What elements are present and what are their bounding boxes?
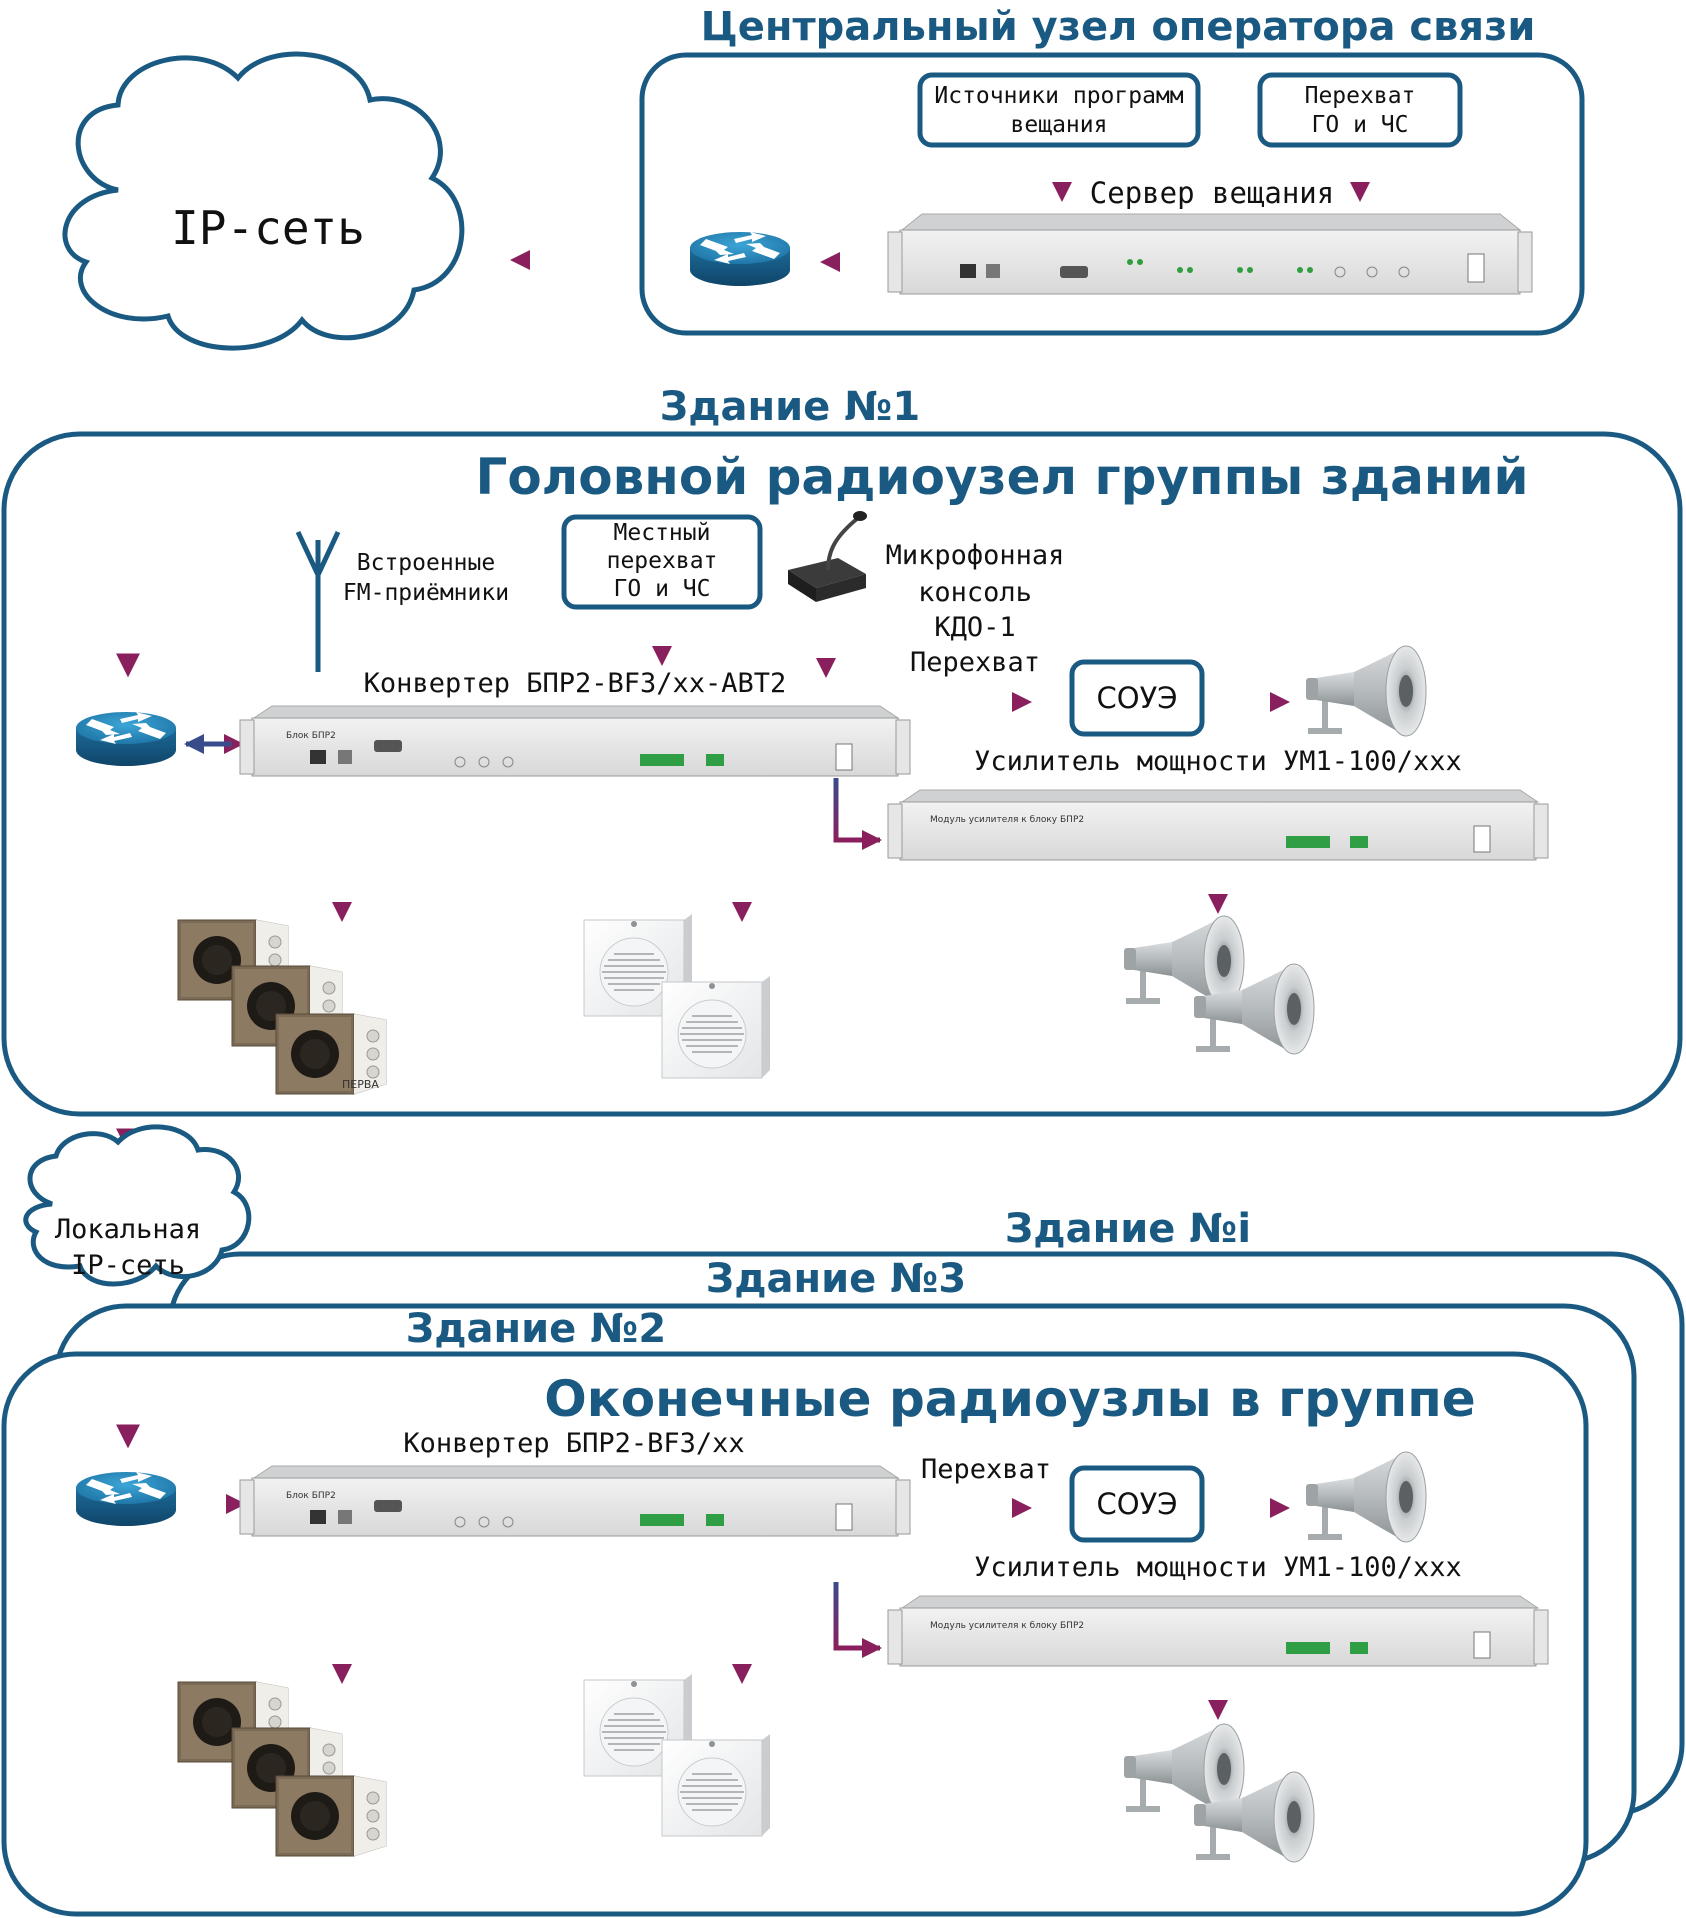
- building1-amplifier-device: Модуль усилителя к блоку БПР2: [887, 789, 1549, 861]
- building1-heading: Здание №1: [660, 384, 920, 430]
- building1-frame: [1, 431, 1683, 1117]
- building2-converter-unit-label: Блок БПР2: [286, 1491, 336, 1501]
- arrow-converter-to-amplifier: [833, 778, 882, 850]
- central-node-frame: [639, 52, 1585, 336]
- ip-network-label: IP-сеть: [171, 201, 365, 255]
- local-network-cloud-icon: [23, 1124, 252, 1287]
- fm-receivers-line1: Встроенные: [357, 550, 495, 576]
- building1-converter-label: Конвертер БПР2-BF3/xx-АВТ2: [364, 668, 787, 699]
- mic-console-line1: Микрофонная: [886, 540, 1065, 571]
- building2-box-speaker-icon: [661, 1733, 771, 1837]
- microphone-console-icon: [786, 509, 869, 604]
- mic-console-line3: КДО-1: [934, 612, 1015, 643]
- building1-soue-box: [1069, 659, 1205, 737]
- building1-converter-device: Блок БПР2: [239, 705, 911, 777]
- arrow-converter2-to-amplifier: [833, 1582, 882, 1658]
- building2-title: Оконечные радиоузлы в группе: [544, 1370, 1475, 1428]
- program-sources-line2: вещания: [1011, 112, 1108, 138]
- building1-router-icon: [76, 712, 176, 766]
- building1-soue-label: СОУЭ: [1097, 681, 1178, 715]
- central-title: Центральный узел оператора связи: [701, 4, 1536, 50]
- go-chs-intercept-line1: Перехват: [1305, 83, 1416, 109]
- local-intercept-line3: ГО и ЧС: [614, 576, 711, 602]
- building2-amplifier-device: Модуль усилителя к блоку БПР2: [887, 1595, 1549, 1667]
- speaker-brand-label: ПЕРВА: [342, 1078, 379, 1091]
- building1-amplifier-label: Усилитель мощности УМ1-100/xxx: [974, 746, 1462, 777]
- building2-router-icon: [76, 1472, 176, 1526]
- fm-receivers-line2: FM-приёмники: [343, 580, 509, 606]
- broadcast-server-device: [887, 213, 1533, 295]
- go-chs-intercept-box: [1257, 72, 1463, 148]
- broadcast-server-label: Сервер вещания: [1090, 176, 1334, 210]
- program-sources-box: [917, 72, 1201, 148]
- building1-amp-module-label: Модуль усилителя к блоку БПР2: [930, 815, 1084, 825]
- go-chs-intercept-line2: ГО и ЧС: [1312, 112, 1409, 138]
- building2-intercept-label: Перехват: [921, 1454, 1051, 1485]
- building1-soue-horn-icon: [1305, 645, 1427, 737]
- building1-horn-speaker-icon: [1123, 915, 1245, 1007]
- building2-amp-module-label: Модуль усилителя к блоку БПР2: [930, 1621, 1084, 1631]
- fm-antenna-icon: [295, 530, 341, 672]
- local-network-line2: IP-сеть: [71, 1250, 185, 1281]
- building1-box-speaker-icon: [661, 975, 771, 1079]
- building2-amplifier-label: Усилитель мощности УМ1-100/xxx: [974, 1552, 1462, 1583]
- building2-converter-label: Конвертер БПР2-BF3/xx: [403, 1428, 744, 1459]
- building2-soue-label: СОУЭ: [1097, 1487, 1178, 1521]
- building2-soue-box: [1069, 1465, 1205, 1543]
- ip-network-cloud-icon: [62, 51, 465, 351]
- building-i-heading: Здание №i: [1005, 1206, 1251, 1252]
- building1-intercept-label: Перехват: [910, 647, 1040, 678]
- central-router-icon: [690, 232, 790, 286]
- building2-converter-device: Блок БПР2: [239, 1465, 911, 1537]
- local-intercept-box: [561, 514, 763, 610]
- local-intercept-line2: перехват: [607, 548, 718, 574]
- building3-heading: Здание №3: [706, 1256, 966, 1302]
- mic-console-line2: консоль: [918, 577, 1032, 608]
- local-network-line1: Локальная: [55, 1214, 201, 1245]
- building1-converter-unit-label: Блок БПР2: [286, 731, 336, 741]
- local-intercept-line1: Местный: [614, 520, 711, 546]
- program-sources-line1: Источники программ: [934, 83, 1183, 109]
- building2-heading: Здание №2: [406, 1306, 666, 1352]
- building2-wall-speaker-icon: [275, 1775, 387, 1857]
- building1-title: Головной радиоузел группы зданий: [475, 448, 1528, 506]
